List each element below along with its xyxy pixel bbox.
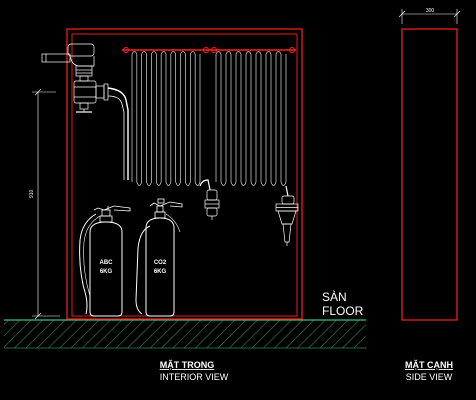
hose-bottom-loop bbox=[230, 181, 237, 186]
cabinet-frame bbox=[66, 28, 303, 320]
hose-bottom-loop bbox=[220, 181, 227, 186]
hose-bottom-loop bbox=[175, 181, 181, 186]
hose-top-loop bbox=[225, 51, 232, 55]
hose-top-loop bbox=[215, 51, 222, 55]
abc-extinguisher: ABC 6KG bbox=[79, 205, 131, 317]
hose-bottom-loop bbox=[280, 181, 287, 186]
hose-bottom-loop bbox=[260, 181, 267, 186]
hose-bottom-loop bbox=[250, 181, 257, 186]
hose-bundle-left bbox=[131, 51, 201, 186]
hose-top-loop bbox=[265, 51, 272, 55]
hose-top-loop bbox=[160, 51, 167, 55]
floor-label-en: FLOOR bbox=[322, 304, 364, 318]
hose-top-loop bbox=[180, 51, 186, 55]
hose-top-loop bbox=[255, 51, 262, 55]
floor-label-vi: SÀN bbox=[322, 289, 347, 304]
hose-rack bbox=[122, 47, 296, 53]
ground-hatch bbox=[4, 320, 366, 348]
side-view-title-vi: MẶT CẠNH bbox=[405, 360, 453, 370]
co2-weight-label: 6KG bbox=[154, 269, 167, 275]
hose-bottom-loop bbox=[146, 181, 152, 186]
side-view-frame bbox=[401, 28, 458, 321]
hose-bundle-right bbox=[215, 51, 287, 186]
hose-coupling bbox=[199, 179, 220, 220]
co2-extinguisher: CO2 6KG bbox=[135, 198, 183, 317]
cabinet-outer bbox=[66, 28, 303, 320]
inlet-pipe bbox=[41, 53, 71, 63]
depth-dimension bbox=[398, 9, 461, 24]
hose-top-loop bbox=[131, 51, 138, 55]
hose-top-loop bbox=[235, 51, 242, 55]
hose-bottom-loop bbox=[194, 181, 201, 186]
hose-top-loop bbox=[275, 51, 282, 55]
hose-top-loop bbox=[190, 51, 196, 55]
interior-view-title-vi: MẶT TRONG bbox=[160, 360, 215, 370]
hose-bottom-loop bbox=[185, 181, 191, 186]
hose-bottom-loop bbox=[165, 181, 172, 186]
hose-bottom-loop bbox=[240, 181, 247, 186]
height-dimension-label: 910 bbox=[29, 189, 35, 198]
hose-bottom-loop bbox=[156, 181, 162, 186]
valve-assembly bbox=[41, 43, 129, 180]
hose-nozzle bbox=[275, 185, 299, 246]
abc-weight-label: 6KG bbox=[100, 269, 113, 275]
co2-type-label: CO2 bbox=[154, 260, 167, 266]
interior-view-title: MẶT TRONG INTERIOR VIEW bbox=[160, 360, 229, 382]
hose-top-loop bbox=[245, 51, 252, 55]
ground bbox=[4, 319, 366, 349]
height-dimension: 910 bbox=[29, 88, 60, 320]
hose-top-loop bbox=[141, 51, 147, 55]
interior-view-title-en: INTERIOR VIEW bbox=[160, 372, 229, 382]
hose-valve bbox=[73, 80, 97, 104]
depth-dimension-label: 300 bbox=[426, 8, 435, 14]
hose-bottom-loop bbox=[136, 181, 142, 186]
cabinet-inner bbox=[71, 33, 298, 317]
side-view: 300 MẶT CẠNH SIDE VIEW bbox=[398, 8, 461, 382]
abc-type-label: ABC bbox=[100, 260, 114, 266]
hose-top-loop bbox=[151, 51, 157, 55]
hose-bottom-loop bbox=[270, 181, 277, 186]
hose-top-loop bbox=[170, 51, 176, 55]
side-view-title-en: SIDE VIEW bbox=[406, 372, 453, 382]
